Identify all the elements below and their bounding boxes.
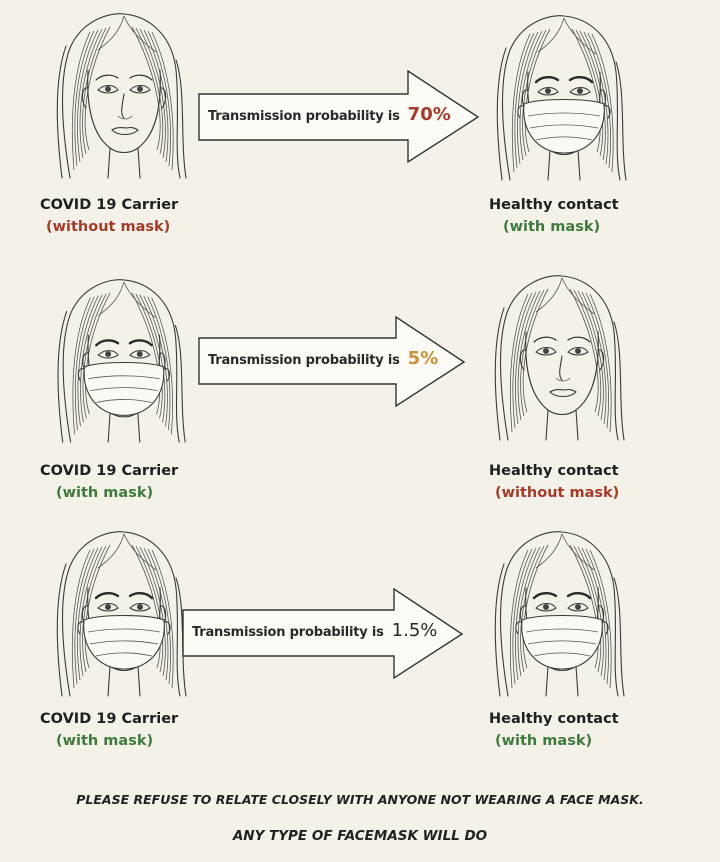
carrier-caption-3: COVID 19 Carrier (with mask) [40, 708, 178, 752]
carrier-face-unmasked-icon [40, 10, 200, 182]
transmission-value: 70% [407, 104, 451, 125]
contact-status: (without mask) [495, 485, 620, 501]
transmission-arrow-2: Transmission probability is 5% [198, 316, 466, 408]
transmission-value: 1.5% [391, 620, 438, 641]
contact-caption-1: Healthy contact (with mask) [489, 194, 619, 238]
transmission-label: Transmission probability is [192, 625, 384, 640]
carrier-title: COVID 19 Carrier [40, 463, 179, 479]
contact-title: Healthy contact [489, 197, 619, 213]
transmission-label: Transmission probability is [208, 109, 400, 124]
contact-caption-3: Healthy contact (with mask) [489, 708, 619, 752]
transmission-value: 5% [407, 348, 439, 369]
contact-caption-2: Healthy contact (without mask) [489, 460, 619, 504]
contact-face-masked-icon [478, 528, 638, 700]
carrier-caption-2: COVID 19 Carrier (with mask) [40, 460, 178, 504]
carrier-status: (with mask) [56, 485, 154, 501]
contact-face-unmasked-icon [478, 272, 638, 444]
contact-status: (with mask) [495, 733, 593, 749]
footer-note: ANY TYPE OF FACEMASK WILL DO [232, 828, 488, 844]
carrier-title: COVID 19 Carrier [40, 197, 179, 213]
carrier-status: (with mask) [56, 733, 154, 749]
carrier-status: (without mask) [46, 219, 171, 235]
carrier-face-masked-icon [40, 528, 200, 700]
carrier-face-masked-icon [40, 276, 200, 446]
carrier-caption-1: COVID 19 Carrier (without mask) [40, 194, 178, 238]
footer-warning: PLEASE REFUSE TO RELATE CLOSELY WITH ANY… [76, 792, 644, 807]
transmission-label: Transmission probability is [208, 353, 400, 368]
contact-status: (with mask) [503, 219, 601, 235]
transmission-arrow-3: Transmission probability is 1.5% [182, 588, 464, 680]
contact-title: Healthy contact [489, 463, 619, 479]
contact-face-masked-icon [480, 12, 640, 184]
transmission-arrow-1: Transmission probability is 70% [198, 70, 480, 164]
contact-title: Healthy contact [489, 711, 619, 727]
carrier-title: COVID 19 Carrier [40, 711, 179, 727]
